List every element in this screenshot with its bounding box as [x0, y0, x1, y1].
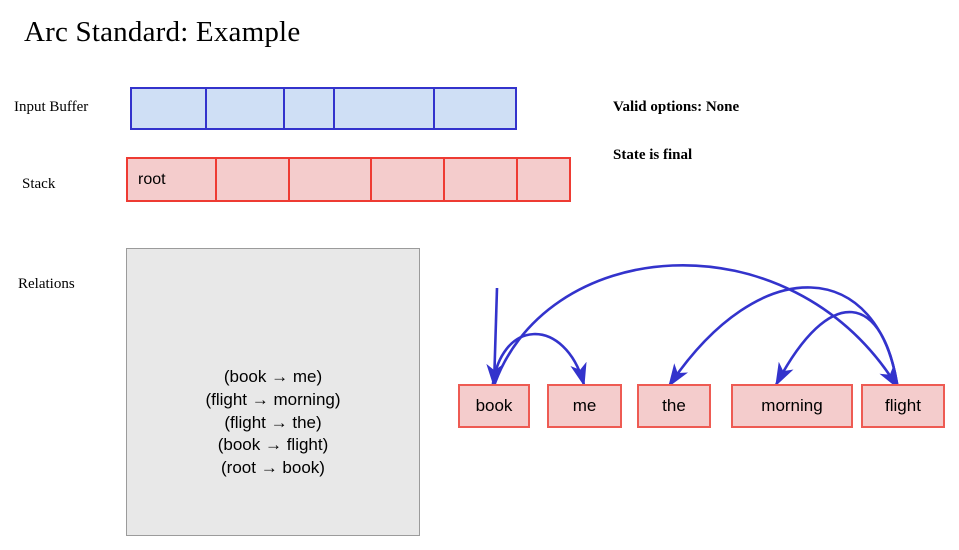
arc-flight-to-the: [667, 286, 900, 391]
input-buffer-cell[interactable]: [285, 89, 335, 128]
stack-cell[interactable]: [445, 159, 518, 200]
relation-item: (flight → the): [224, 412, 322, 432]
stack-cell[interactable]: [372, 159, 445, 200]
relations-list: (book → me) (flight → morning) (flight →…: [205, 366, 340, 479]
relation-item: (book → flight): [217, 435, 329, 455]
arc-flight-to-morning: [774, 310, 900, 391]
relations-label: Relations: [18, 276, 75, 292]
relation-item: (flight → morning): [205, 390, 341, 410]
input-buffer-label: Input Buffer: [14, 99, 89, 115]
word-box-the[interactable]: the: [637, 384, 711, 428]
word-box-me[interactable]: me: [547, 384, 622, 428]
relations-box: (book → me) (flight → morning) (flight →…: [126, 248, 420, 536]
input-buffer-cell[interactable]: [335, 89, 435, 128]
word-box-flight[interactable]: flight: [861, 384, 945, 428]
word-box-morning[interactable]: morning: [731, 384, 853, 428]
input-buffer-cell[interactable]: [132, 89, 207, 128]
stack: root: [126, 157, 571, 202]
input-buffer: [130, 87, 517, 130]
stack-label: Stack: [22, 176, 56, 192]
input-buffer-cell[interactable]: [207, 89, 285, 128]
stack-cell[interactable]: [290, 159, 372, 200]
word-box-book[interactable]: book: [458, 384, 530, 428]
valid-options-text: Valid options: None: [613, 99, 740, 115]
stack-cell[interactable]: root: [128, 159, 217, 200]
arc-book-to-me: [490, 332, 587, 393]
stack-cell[interactable]: [217, 159, 290, 200]
page-title: Arc Standard: Example: [24, 16, 301, 48]
relation-item: (root → book): [221, 457, 325, 477]
arc-book-to-flight: [490, 263, 900, 393]
relation-item: (book → me): [223, 367, 323, 387]
arc-root-to-book: [486, 287, 503, 388]
state-final-text: State is final: [613, 147, 693, 163]
